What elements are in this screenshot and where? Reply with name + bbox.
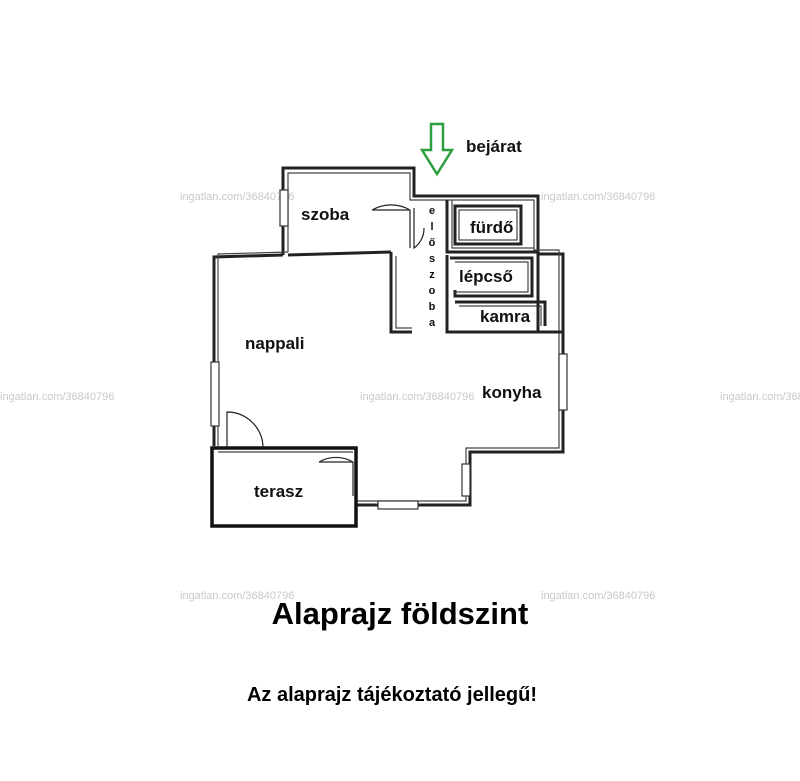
eloszoba-letter: s <box>429 253 435 265</box>
watermark: ingatlan.com/36840796 <box>541 191 655 203</box>
watermark: ingatlan.com/36840796 <box>180 590 294 602</box>
eloszoba-letter: ő <box>429 237 436 249</box>
eloszoba-letter: z <box>429 269 435 281</box>
watermarks: ingatlan.com/36840796 ingatlan.com/36840… <box>0 191 800 602</box>
watermark: ingatlan.com/36840796 <box>0 391 114 403</box>
eloszoba-letter: e <box>429 205 435 217</box>
watermark: ingatlan.com/36840796 <box>180 191 294 203</box>
page-title: Alaprajz földszint <box>271 596 529 631</box>
windows <box>210 189 568 510</box>
eloszoba-letter: b <box>429 301 436 313</box>
room-label-nappali: nappali <box>245 334 305 353</box>
room-label-lepcso: lépcső <box>459 267 513 286</box>
watermark: ingatlan.com/36840796 <box>720 391 800 403</box>
doors <box>226 204 425 496</box>
watermark: ingatlan.com/36840796 <box>360 391 474 403</box>
room-label-terasz: terasz <box>254 482 303 501</box>
eloszoba-letter: a <box>429 317 436 329</box>
room-label-konyha: konyha <box>482 383 542 402</box>
watermark: ingatlan.com/36840796 <box>541 590 655 602</box>
room-label-furdo: fürdő <box>470 218 513 237</box>
eloszoba-letter: o <box>429 285 436 297</box>
entrance-label: bejárat <box>466 137 522 156</box>
entrance-arrow-icon <box>419 122 455 177</box>
room-label-szoba: szoba <box>301 205 350 224</box>
eloszoba-letter: l <box>430 221 433 233</box>
disclaimer-note: Az alaprajz tájékoztató jellegű! <box>246 684 538 706</box>
room-label-kamra: kamra <box>480 307 531 326</box>
